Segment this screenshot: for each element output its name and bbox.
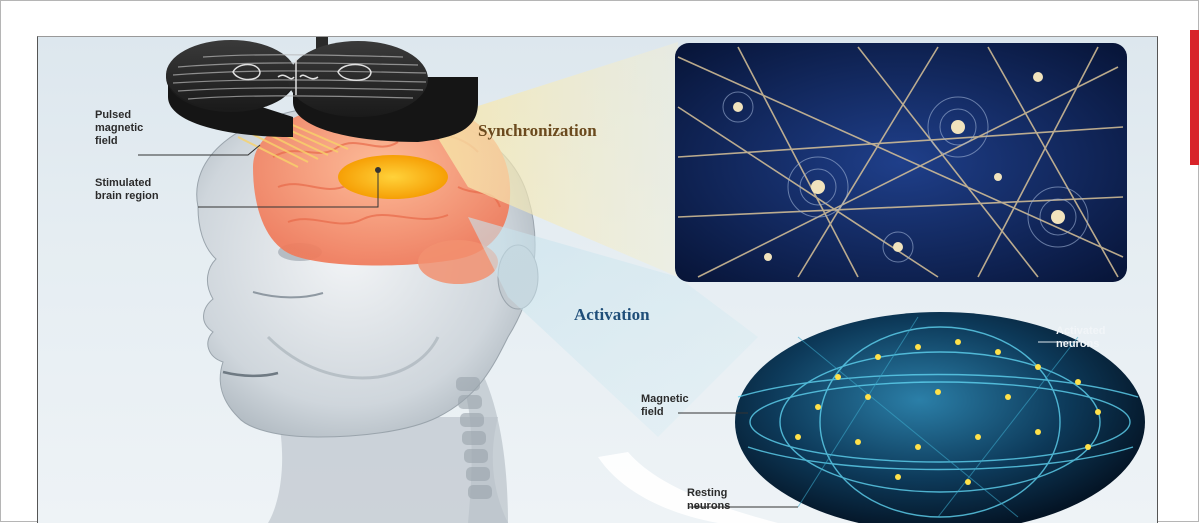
tms-diagram-graphic (38, 37, 1157, 523)
synchronization-label: Synchronization (478, 121, 597, 141)
pulsed-magnetic-field-label: Pulsed magnetic field (95, 109, 143, 148)
magnetic-field-label: Magnetic field (641, 393, 689, 419)
stimulated-brain-region-label: Stimulated brain region (95, 177, 159, 203)
side-accent-tab (1190, 30, 1199, 165)
activation-label: Activation (574, 305, 650, 325)
activated-neurons-label: Activated neurons (1056, 325, 1106, 351)
tms-illustration: Pulsed magnetic field Stimulated brain r… (37, 36, 1158, 523)
resting-neurons-label: Resting neurons (687, 487, 730, 513)
